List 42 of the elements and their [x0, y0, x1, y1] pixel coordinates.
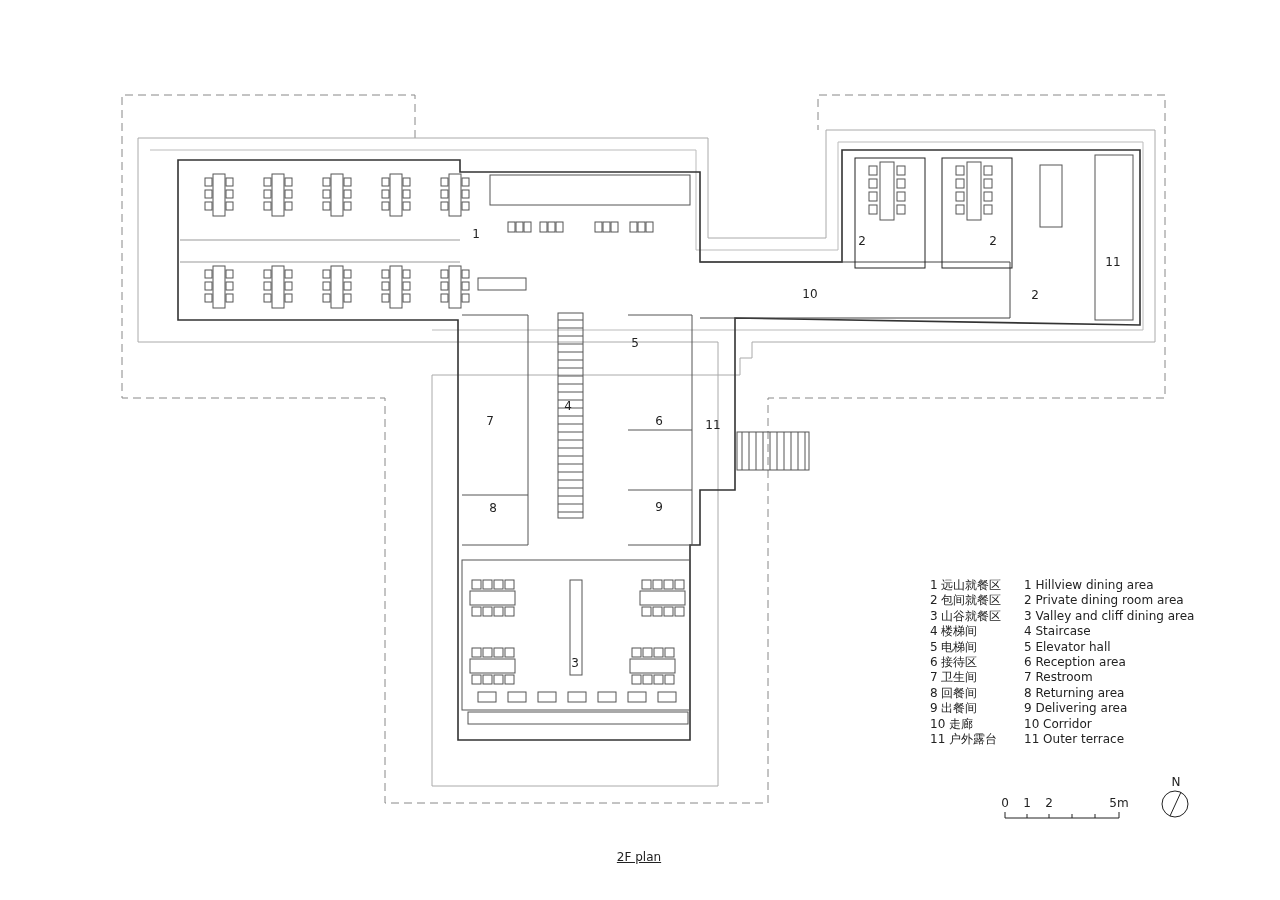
legend-entry: 3 山谷就餐区 — [930, 608, 1002, 623]
room-number: 2 — [1031, 288, 1039, 302]
room-number: 4 — [564, 399, 572, 413]
legend-entry: 8 Returning area — [1024, 685, 1125, 700]
room-number: 5 — [631, 336, 639, 350]
room-number: 3 — [571, 656, 579, 670]
legend-entry: 5 电梯间 — [930, 639, 978, 654]
legend-entry: 10 走廊 — [930, 716, 974, 731]
legend-entry: 4 Staircase — [1024, 624, 1091, 639]
legend-entry: 7 卫生间 — [930, 670, 978, 685]
legend-entry: 9 Delivering area — [1024, 701, 1128, 716]
legend-entry: 7 Restroom — [1024, 670, 1093, 685]
room-number: 6 — [655, 414, 663, 428]
room-number: 10 — [802, 287, 818, 301]
scale-number: 2 — [1045, 796, 1053, 810]
legend-entry: 2 包间就餐区 — [930, 593, 1002, 608]
room-number: 9 — [655, 500, 663, 514]
legend-entry: 5 Elevator hall — [1024, 639, 1111, 654]
room-number: 1 — [472, 227, 480, 241]
room-number: 2 — [858, 234, 866, 248]
legend-entry: 2 Private dining room area — [1024, 593, 1184, 608]
room-number: 7 — [486, 414, 494, 428]
north-label: N — [1171, 775, 1181, 789]
legend-entry: 3 Valley and cliff dining area — [1024, 608, 1195, 623]
room-number: 11 — [1105, 255, 1121, 269]
scale-number: 1 — [1023, 796, 1031, 810]
legend-entry: 11 Outer terrace — [1024, 732, 1125, 746]
legend-entry: 11 户外露台 — [930, 732, 998, 746]
legend-entry: 10 Corridor — [1024, 716, 1092, 731]
legend-entry: 4 楼梯间 — [930, 624, 978, 639]
room-number: 11 — [705, 418, 721, 432]
legend-entry: 8 回餐间 — [930, 685, 978, 700]
legend-entry: 6 Reception area — [1024, 655, 1126, 669]
room-number: 2 — [989, 234, 997, 248]
room-number: 8 — [489, 501, 497, 515]
legend-entry: 9 出餐间 — [930, 701, 978, 716]
legend-entry: 6 接待区 — [930, 655, 978, 669]
plan-caption: 2F plan — [616, 850, 662, 864]
legend-entry: 1 远山就餐区 — [930, 578, 1002, 592]
legend-entry: 1 Hillview dining area — [1024, 578, 1154, 592]
scale-label: 5m — [1109, 796, 1129, 810]
scale-number: 0 — [1001, 796, 1009, 810]
